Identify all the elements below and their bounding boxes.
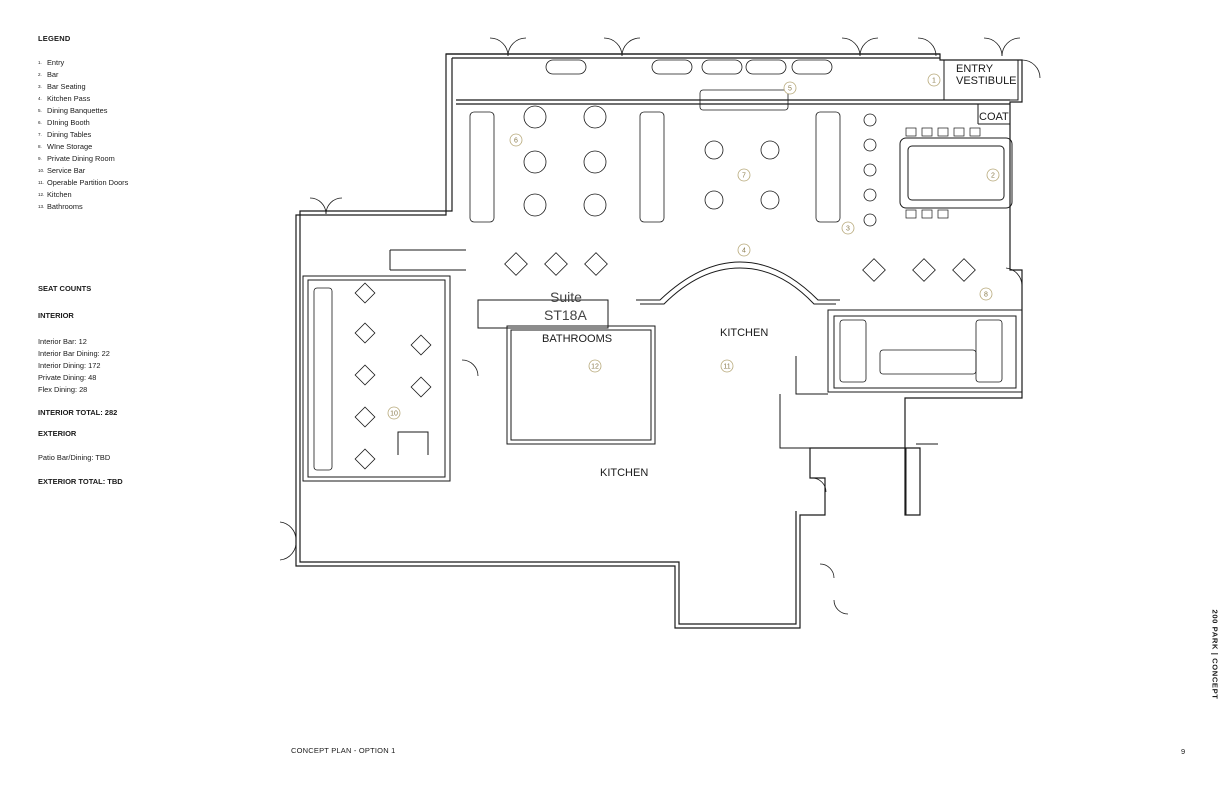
svg-text:1: 1 [932,78,936,85]
tag-8: 8 [979,287,993,301]
tag-11: 11 [720,359,734,373]
svg-text:3: 3 [846,226,850,233]
interior-line: Private Dining: 48 [38,373,97,382]
interior-line: Interior Dining: 172 [38,361,101,370]
label-suite-number: ST18A [544,307,587,323]
tag-12: 12 [588,359,602,373]
tag-5: 5 [783,81,797,95]
interior-line: Interior Bar: 12 [38,337,87,346]
tag-3: 3 [841,221,855,235]
outer-walls [295,53,1023,629]
plan-caption: CONCEPT PLAN - OPTION 1 [291,746,396,755]
svg-text:10: 10 [390,411,398,418]
legend: LEGEND 1.Entry 2.Bar 3.Bar Seating 4.Kit… [38,34,238,213]
label-vestibule: VESTIBULE [956,75,1017,87]
exterior-heading: EXTERIOR [38,429,77,438]
legend-item: 11.Operable Partition Doors [38,178,129,187]
legend-item: 7.Dining Tables [38,130,92,139]
svg-text:5: 5 [788,86,792,93]
square-tables [354,252,976,470]
tag-4: 4 [737,243,751,257]
legend-item: 3.Bar Seating [38,82,86,91]
booths-and-banquettes [313,89,1003,471]
svg-text:2: 2 [991,173,995,180]
side-title: 200 PARK | CONCEPT [1210,609,1220,700]
legend-title: LEGEND [38,34,71,43]
legend-item: 12.Kitchen [38,190,72,199]
label-entry: ENTRY [956,63,994,75]
tag-6: 6 [509,133,523,147]
exterior-total: EXTERIOR TOTAL: TBD [38,477,123,486]
interior-lines: Interior Bar: 12 Interior Bar Dining: 22… [38,336,238,396]
tag-10: 10 [387,406,401,420]
legend-list: 1.Entry 2.Bar 3.Bar Seating 4.Kitchen Pa… [38,57,238,213]
exterior-line: Patio Bar/Dining: TBD [38,453,111,462]
tag-2: 2 [986,168,1000,182]
interior-total: INTERIOR TOTAL: 282 [38,408,118,417]
doors [279,37,1041,615]
tag-7: 7 [737,168,751,182]
legend-item: 2.Bar [38,70,59,79]
svg-text:11: 11 [723,364,730,371]
number-tags: 1 2 3 4 5 6 7 8 10 11 12 [387,73,1000,420]
label-kitchen-lower: KITCHEN [600,467,648,479]
svg-text:12: 12 [591,364,599,371]
room-labels: ENTRY VESTIBULE COAT Suite ST18A BATHROO… [542,63,1017,479]
legend-item: 10.Service Bar [38,166,86,175]
bar-stools [905,127,981,219]
seat-counts: SEAT COUNTS INTERIOR Interior Bar: 12 In… [38,284,238,486]
tag-1: 1 [927,73,941,87]
interior-heading: INTERIOR [38,311,74,320]
label-kitchen-upper: KITCHEN [720,327,768,339]
label-coat: COAT [979,111,1009,123]
svg-text:6: 6 [514,138,518,145]
round-tables [523,59,877,227]
legend-item: 6.DIning Booth [38,118,90,127]
svg-text:4: 4 [742,248,746,255]
page-number: 9 [1181,747,1186,756]
svg-text:7: 7 [742,173,746,180]
interior-line: Interior Bar Dining: 22 [38,349,110,358]
legend-item: 4.Kitchen Pass [38,94,91,103]
legend-item: 1.Entry [38,58,65,67]
seat-counts-title: SEAT COUNTS [38,284,92,293]
label-bathrooms: BATHROOMS [542,333,612,345]
legend-item: 8.WIne Storage [38,142,93,151]
label-suite: Suite [550,289,582,305]
legend-item: 5.Dining Banquettes [38,106,108,115]
interior-walls [302,59,1023,515]
legend-item: 9.Private Dining Room [38,154,115,163]
interior-line: Flex Dining: 28 [38,385,88,394]
svg-text:8: 8 [984,292,988,299]
legend-item: 13.Bathrooms [38,202,83,211]
